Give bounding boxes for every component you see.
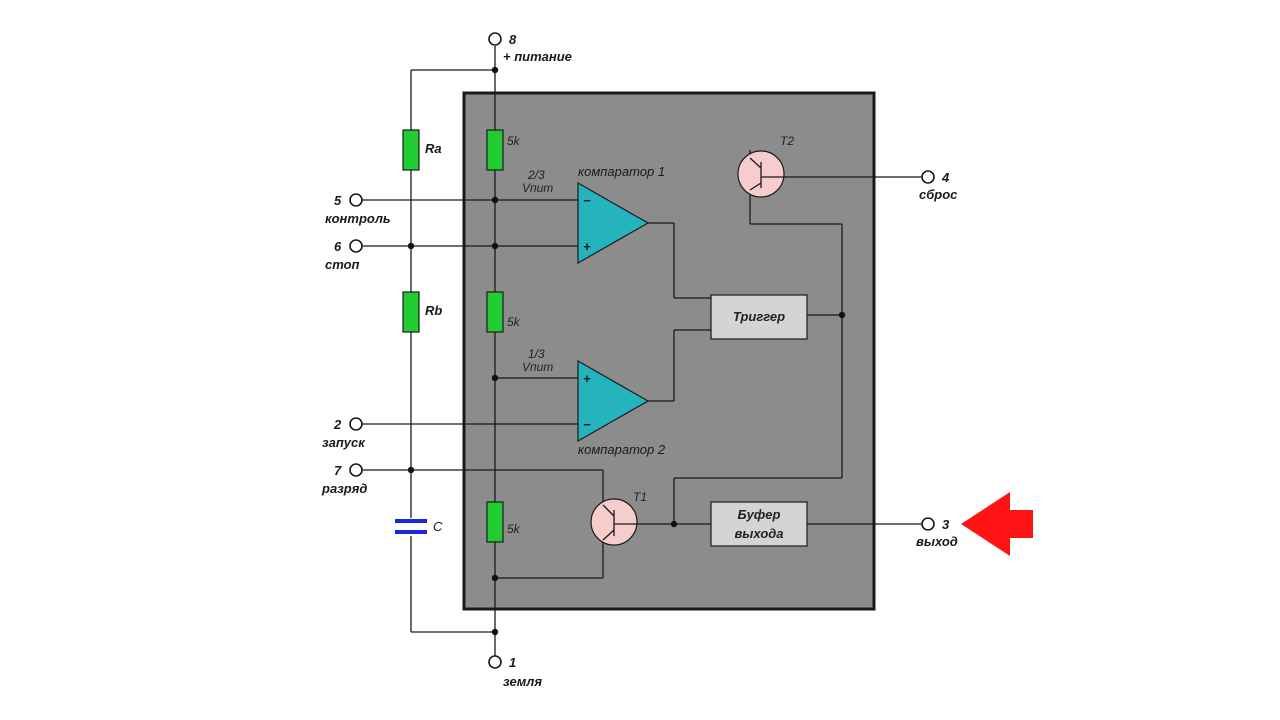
label-buffer-line1: Буфер [738,507,781,522]
label-comparator-2: компаратор 2 [578,442,666,457]
comparator-1 [577,181,650,265]
junction-gnd [491,628,499,636]
pin-2-number: 2 [333,417,342,432]
pin-2-name: запуск [322,435,366,450]
comparator-2 [577,359,650,443]
label-buffer-line2: выхода [734,526,783,541]
pin-2 [349,417,363,431]
label-t2: T2 [780,134,794,148]
ref-top-fraction: 2/3 [527,168,545,182]
junction-gnd-inner [491,574,499,582]
chip-body [462,91,876,611]
trigger-block [710,294,808,340]
comp2-minus: − [583,417,591,432]
resistor-5k-3 [486,501,504,543]
pin-6-number: 6 [334,239,342,254]
resistor-ra [402,129,420,171]
pin-1-name: земля [503,674,542,689]
pin-8-number: 8 [509,32,517,47]
label-ra: Ra [425,141,442,156]
pin-1-number: 1 [509,655,516,670]
pin-5-number: 5 [334,193,342,208]
pin-4 [921,170,935,184]
pin-4-number: 4 [941,170,950,185]
label-5k-3: 5k [507,522,521,536]
junction-t1-base [670,520,678,528]
resistor-5k-2 [486,291,504,333]
pin-3 [921,517,935,531]
pin-7-number: 7 [334,463,342,478]
label-rb: Rb [425,303,442,318]
resistor-rb [402,291,420,333]
buffer-block [710,501,808,547]
junction-vcc [491,66,499,74]
junction-pin5 [491,196,499,204]
pin-6-name: стоп [325,257,360,272]
pin-6 [349,239,363,253]
pin-3-name: выход [916,534,958,549]
pin-8 [488,32,502,46]
resistor-5k-1 [486,129,504,171]
ref-bottom-fraction: 1/3 [528,347,545,361]
junction-pin7 [407,466,415,474]
ref-top-voltage: Vпит [522,181,553,195]
comp2-plus: + [583,371,591,386]
pin-7 [349,463,363,477]
pin-4-name: сброс [919,187,958,202]
label-capacitor: C [433,519,443,534]
pin-5-name: контроль [325,211,391,226]
label-comparator-1: компаратор 1 [578,164,665,179]
pin-8-name: + питание [503,49,572,64]
pin-1 [488,655,502,669]
pin-7-name: разряд [321,481,367,496]
label-5k-2: 5k [507,315,521,329]
ref-bottom-voltage: Vпит [522,360,553,374]
label-trigger: Триггер [733,309,785,324]
label-5k-1: 5k [507,134,521,148]
comp1-minus: − [583,193,591,208]
comp1-plus: + [583,239,591,254]
junction-trigger-out [838,311,846,319]
junction-pin6 [407,242,415,250]
pin-3-number: 3 [942,517,950,532]
pin-5 [349,193,363,207]
label-t1: T1 [633,490,647,504]
junction-pin6-inner [491,242,499,250]
junction-ref-bottom [491,374,499,382]
left-arrow-icon [961,492,1033,556]
